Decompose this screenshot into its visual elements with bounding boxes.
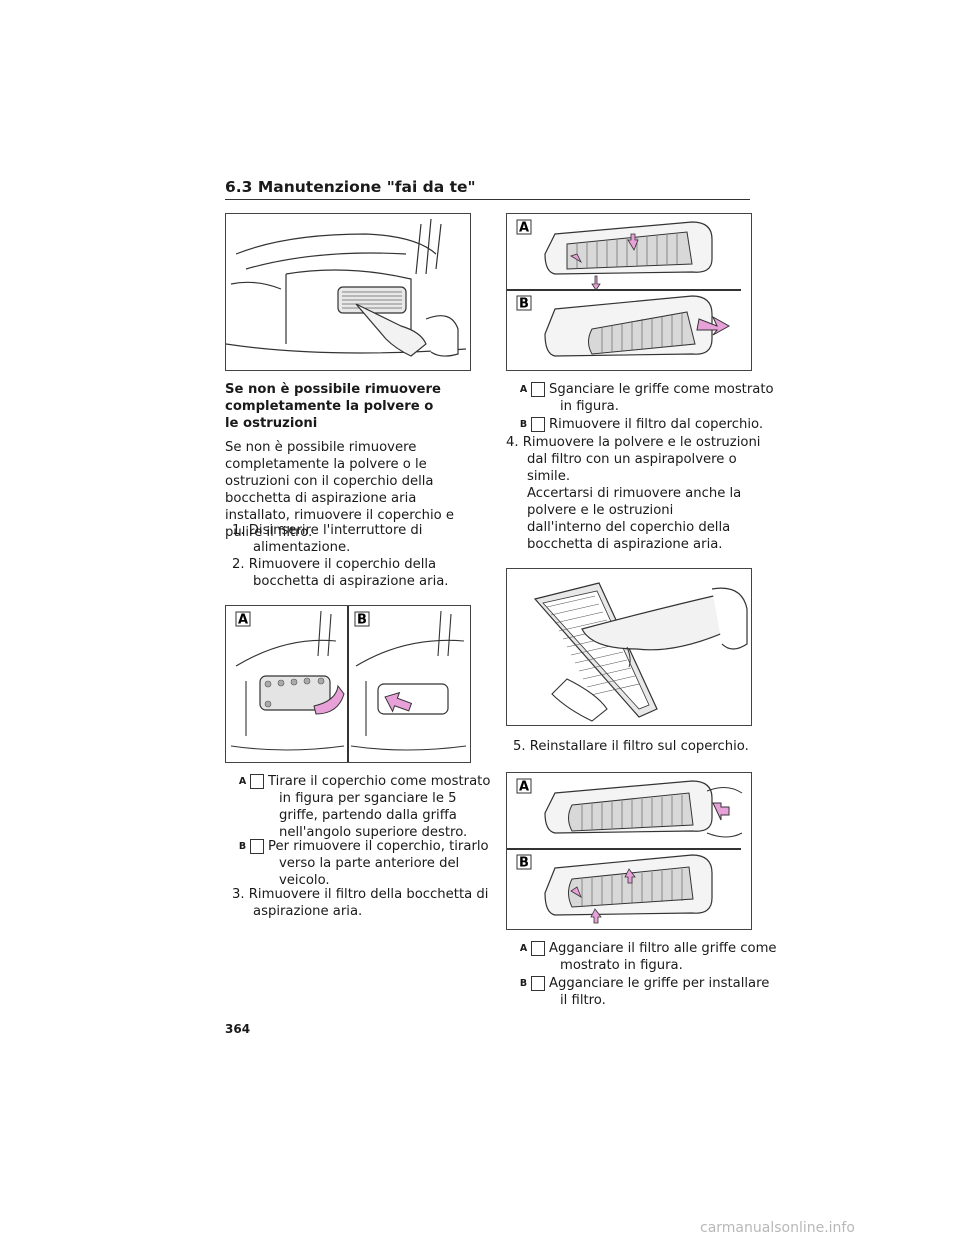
fig3-label-b: B [519, 297, 529, 312]
step-4: 4. Rimuovere la polvere e le ostruzioni … [506, 435, 761, 484]
substep-a-unhook: A Sganciare le griffe come mostrato in fi… [520, 381, 779, 415]
step-3: 3. Rimuovere il filtro della bocchetta d… [232, 887, 489, 919]
substep-a-remove-cover: A Tirare il coperchio come mostrato in fi… [239, 773, 498, 841]
figure-vacuum-filter [506, 568, 752, 726]
label-a-badge: A [520, 382, 545, 397]
label-b-badge: B [520, 976, 545, 991]
fig3-label-a: A [519, 221, 529, 236]
figure-vacuum-vent [225, 213, 471, 371]
fig2-label-b: B [357, 613, 367, 628]
step-2: 2. Rimuovere il coperchio della bocchett… [232, 557, 449, 589]
site-watermark: carmanualsonline.info [700, 1220, 855, 1236]
label-a-badge: A [520, 941, 545, 956]
label-b-badge: B [239, 839, 264, 854]
fig5-label-a: A [519, 780, 529, 795]
step-5: 5. Reinstallare il filtro sul coperchio. [513, 739, 749, 754]
substep-a-text: Tirare il coperchio come mostrato in fig… [268, 774, 491, 840]
substep-b-text: Rimuovere il filtro dal coperchio. [549, 417, 764, 432]
step-1: 1. Disinserire l'interruttore di aliment… [232, 523, 423, 555]
section-heading: Se non è possibile rimuovere completamen… [225, 382, 441, 431]
figure-remove-cover: A B [225, 605, 471, 763]
figure-remove-filter: A B [506, 213, 752, 371]
substep-a-hook-filter: A Agganciare il filtro alle griffe come m… [520, 940, 779, 974]
intro-paragraph: Se non è possibile rimuovere completamen… [225, 440, 454, 540]
label-b-badge: B [520, 417, 545, 432]
figure-reinstall-filter: A B [506, 772, 752, 930]
label-a-badge: A [239, 774, 264, 789]
page-number: 364 [225, 1022, 251, 1036]
fig2-label-a: A [238, 613, 248, 628]
substep-b-remove-filter: B Rimuovere il filtro dal coperchio. [520, 416, 779, 433]
section-title: 6.3 Manutenzione "fai da te" [225, 178, 476, 196]
header-divider [225, 199, 750, 200]
substep-b-text: Agganciare le griffe per installare il f… [549, 976, 770, 1008]
fig5-label-b: B [519, 856, 529, 871]
step-4-note: Accertarsi di rimuovere anche la polvere… [527, 486, 742, 552]
substep-b-install-filter: B Agganciare le griffe per installare il … [520, 975, 779, 1009]
substep-b-text: Per rimuovere il coperchio, tirarlo vers… [268, 839, 489, 888]
substep-a-text: Sganciare le griffe come mostrato in fig… [549, 382, 774, 414]
substep-a-text: Agganciare il filtro alle griffe come mo… [549, 941, 777, 973]
substep-b-remove-cover: B Per rimuovere il coperchio, tirarlo ver… [239, 838, 498, 889]
